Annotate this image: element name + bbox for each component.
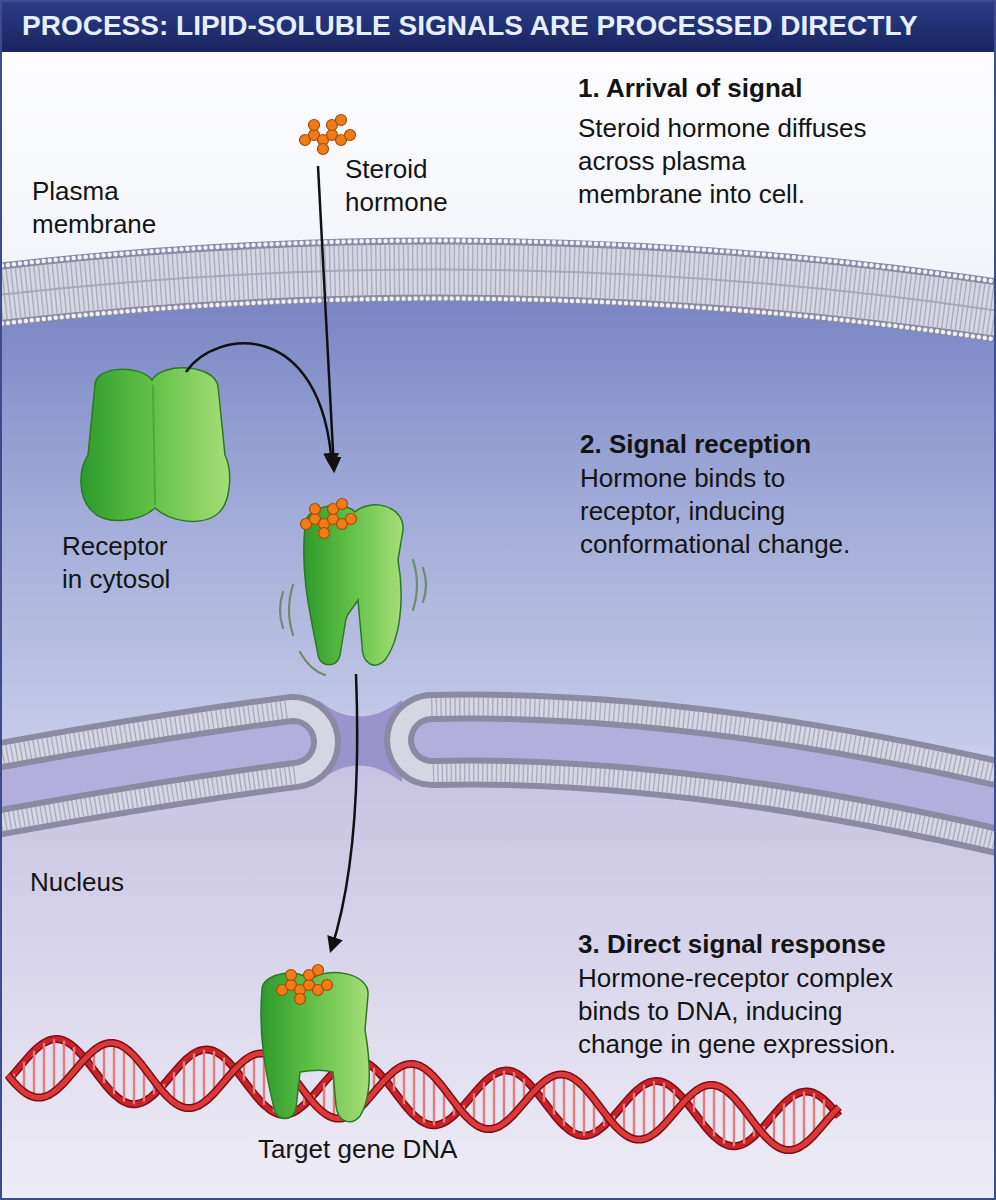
dna-helix — [113, 1043, 115, 1094]
nuclear-envelope — [0, 742, 293, 800]
motion-lines — [300, 652, 325, 675]
plasma-membrane-bilayer — [0, 241, 996, 283]
dna-helix — [403, 1065, 405, 1104]
dna-helix — [133, 1056, 135, 1105]
dna-helix — [643, 1085, 645, 1139]
dna-helix — [53, 1039, 55, 1092]
step-description: Hormone-receptor complex binds to DNA, i… — [578, 962, 908, 1061]
activated-receptor — [304, 505, 403, 665]
title-text: PROCESS: LIPID-SOLUBLE SIGNALS ARE PROCE… — [22, 8, 918, 44]
nuclear-envelope — [432, 739, 996, 822]
motion-lines — [413, 560, 417, 610]
dna-helix — [493, 1074, 495, 1128]
dna-helix — [653, 1081, 655, 1134]
dna-helix — [183, 1061, 185, 1107]
dna-helix — [413, 1064, 415, 1115]
plasma-membrane-bilayer — [0, 270, 996, 312]
receptor-protein — [81, 368, 230, 521]
motion-lines — [280, 592, 283, 628]
pathway-arrows — [186, 343, 332, 466]
nuclear-envelope — [0, 742, 293, 800]
dna-helix — [793, 1095, 795, 1149]
step-heading: 3. Direct signal response — [578, 928, 886, 961]
dna-helix — [203, 1050, 205, 1103]
pathway-arrows — [186, 166, 357, 950]
nuclear-envelope — [432, 739, 996, 822]
structure-label: Receptor in cytosol — [62, 530, 187, 596]
nuclear-envelope — [0, 742, 293, 800]
structure-label: Plasma membrane — [32, 175, 167, 241]
nuclear-envelope — [432, 739, 996, 822]
nuclear-envelope — [432, 739, 996, 822]
dna-helix — [573, 1079, 575, 1134]
motion-lines — [280, 560, 426, 675]
dna-helix — [713, 1085, 715, 1136]
dna-helix — [423, 1068, 425, 1123]
dna-helix — [633, 1093, 635, 1139]
nuclear-envelope — [0, 742, 293, 800]
step-description: Steroid hormone diffuses across plasma m… — [578, 112, 868, 211]
plasma-membrane-bilayer — [0, 299, 996, 341]
dna-helix — [253, 1055, 255, 1094]
molecule-label: Steroid hormone — [345, 153, 465, 219]
plasma-membrane-bilayer — [0, 270, 996, 312]
step-heading: 2. Signal reception — [580, 428, 811, 461]
motion-lines — [289, 585, 293, 635]
plasma-membrane-bilayer — [0, 270, 996, 312]
dna-helix — [563, 1075, 565, 1126]
plasma-membrane-bilayer — [0, 270, 996, 312]
nuclear-envelope — [432, 739, 996, 822]
nuclear-envelope — [0, 739, 996, 822]
step-description: Hormone binds to receptor, inducing conf… — [580, 462, 870, 561]
dna-helix — [703, 1086, 705, 1125]
dna-helix — [33, 1051, 35, 1097]
dna-helix — [783, 1103, 785, 1149]
pathway-arrows — [331, 674, 357, 950]
bound-steroid — [301, 499, 357, 539]
dna-helix — [123, 1047, 125, 1102]
step-heading: 1. Arrival of signal — [578, 72, 802, 105]
dna-helix — [483, 1082, 485, 1128]
nucleus-region — [0, 739, 996, 1200]
dna-helix — [733, 1098, 735, 1147]
dna-helix — [553, 1076, 555, 1115]
receptor-shading — [153, 385, 155, 505]
dna-helix — [503, 1071, 505, 1124]
structure-label: Target gene DNA — [258, 1134, 457, 1164]
dna-helix — [103, 1044, 105, 1083]
nuclear-envelope — [0, 742, 293, 800]
structure-label: Nucleus — [30, 866, 180, 899]
dna-helix — [193, 1053, 195, 1107]
plasma-membrane-bilayer — [0, 241, 996, 341]
dna-helix — [433, 1077, 435, 1126]
motion-lines — [423, 568, 426, 602]
dna-helix — [723, 1089, 725, 1144]
title-banner — [0, 0, 996, 52]
dna-helix — [43, 1043, 45, 1097]
steroid-molecule — [300, 115, 356, 155]
bound-steroid — [277, 965, 333, 1005]
dna-helix — [803, 1092, 805, 1145]
dna-helix — [583, 1087, 585, 1136]
